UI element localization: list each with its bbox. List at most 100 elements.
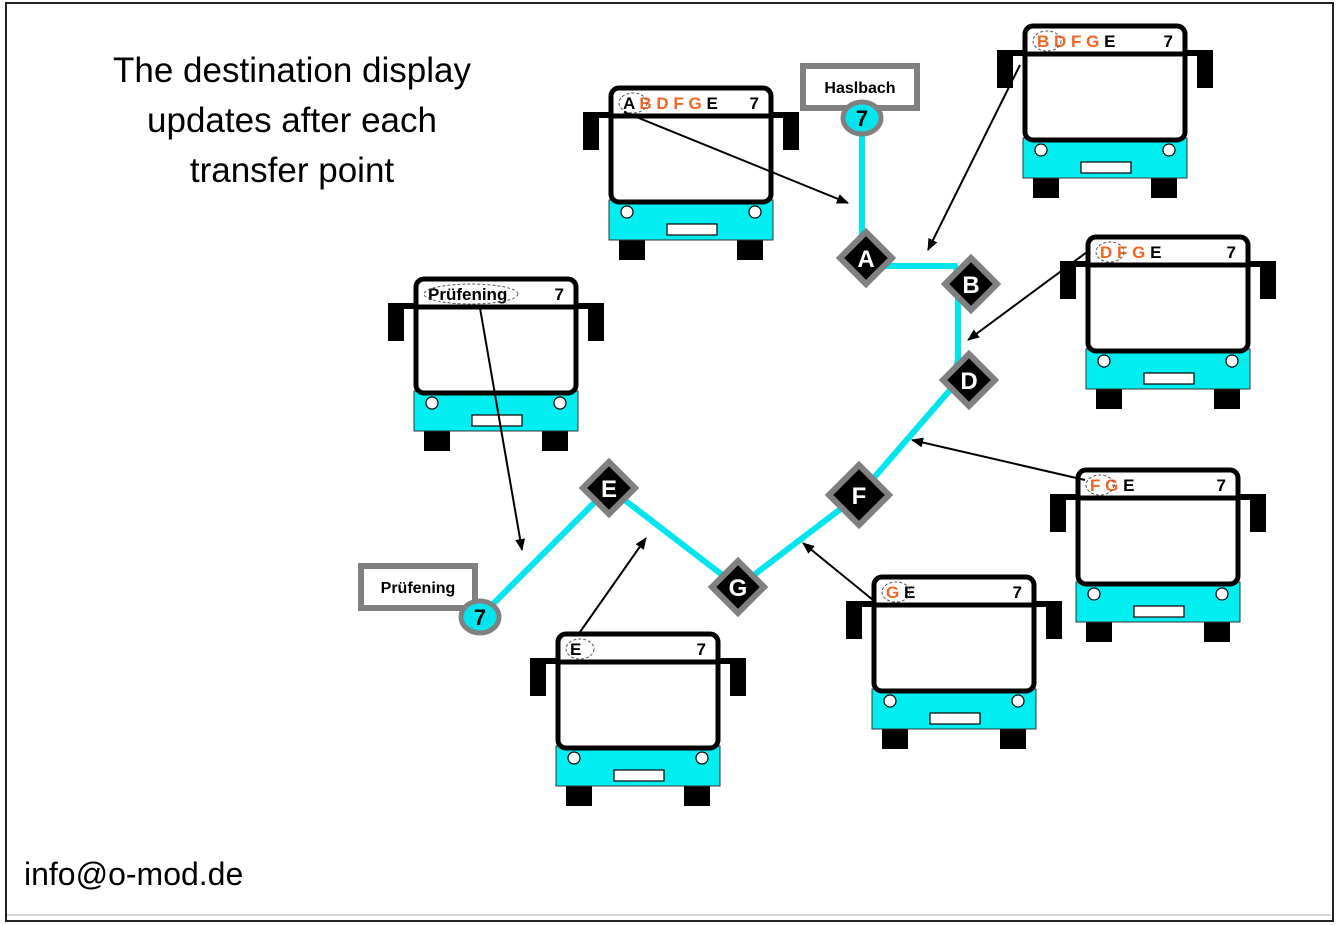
terminal-box xyxy=(358,563,478,611)
transfer-point-label: B xyxy=(962,272,979,299)
terminal-label: Haslbach xyxy=(824,80,895,97)
diamond-marker xyxy=(824,460,894,530)
transfer-points: A B D F G E xyxy=(578,227,1002,618)
terminal-haslbach: Haslbach 7 xyxy=(800,63,920,137)
arrow-bus-at-start xyxy=(623,111,849,204)
headlight-left xyxy=(1034,143,1048,157)
headlight-left xyxy=(1097,354,1111,368)
route-badge xyxy=(458,598,502,636)
title-line-3: transfer point xyxy=(189,151,395,190)
diamond-marker xyxy=(938,349,1000,411)
mirror-left xyxy=(583,114,599,150)
headlight-right xyxy=(748,205,762,219)
headlight-right xyxy=(553,396,567,410)
license-plate xyxy=(666,223,718,236)
destination-display: A B D F G E xyxy=(623,94,718,113)
display-stop-A: A xyxy=(623,94,635,113)
bus-route-number: 7 xyxy=(1217,476,1226,495)
display-stop-F: F xyxy=(1090,476,1100,495)
display-stop-E: E xyxy=(1099,32,1115,51)
display-stop-D: D xyxy=(1049,32,1066,51)
current-stop-highlight xyxy=(1032,30,1062,52)
license-plate xyxy=(929,712,981,725)
display-stop-D: D xyxy=(652,94,669,113)
headlight-left xyxy=(1087,587,1101,601)
headlight-right xyxy=(1215,587,1229,601)
arrow-bus-after-f xyxy=(802,542,874,601)
transfer-point-label: A xyxy=(857,246,874,273)
display-stop-G: G xyxy=(886,583,899,602)
display-stop-E: E xyxy=(1118,476,1134,495)
transfer-point-label: F xyxy=(852,483,867,510)
bus-bus-at-start: A B D F G E 7 xyxy=(583,85,799,260)
display-stop-E: E xyxy=(702,94,718,113)
mirror-right xyxy=(588,305,604,341)
contact-email: info@o-mod.de xyxy=(24,856,244,892)
headlight-left xyxy=(620,205,634,219)
transfer-point-label: E xyxy=(601,476,617,503)
destination-display: Prüfening xyxy=(428,285,507,304)
title-line-1: The destination display xyxy=(113,51,471,90)
current-stop-highlight xyxy=(881,581,911,603)
arrow-bus-after-g xyxy=(579,537,647,633)
diamond-marker xyxy=(835,227,897,289)
mirror-left xyxy=(1060,263,1076,299)
destination-display: F G E xyxy=(1090,476,1134,495)
destination-display: B D F G E xyxy=(1037,32,1115,51)
arrow-bus-after-a xyxy=(927,64,1021,251)
bus-bus-after-b: D F G E 7 xyxy=(1060,234,1276,409)
current-stop-highlight xyxy=(618,92,648,114)
mirror-right xyxy=(730,660,746,696)
mirror-right xyxy=(1197,52,1213,88)
transfer-point-A: A xyxy=(835,227,897,289)
bus-route-number: 7 xyxy=(750,94,759,113)
display-stop-F: F xyxy=(669,94,684,113)
destination-display: G E xyxy=(886,583,915,602)
route-badge-number: 7 xyxy=(474,605,486,630)
mirror-left xyxy=(388,305,404,341)
current-stop-highlight xyxy=(423,283,519,305)
current-stop-highlight xyxy=(1095,241,1125,263)
terminal-label: Prüfening xyxy=(381,580,456,597)
diagram-frame xyxy=(5,2,1334,922)
display-stop-B: B xyxy=(1037,32,1049,51)
bus-body xyxy=(555,631,721,751)
display-stop-B: B xyxy=(635,94,652,113)
bus-bus-after-e: Prüfening 7 xyxy=(388,276,604,451)
license-plate xyxy=(1133,605,1185,618)
display-stop-G: G xyxy=(1127,243,1145,262)
bus-route-number: 7 xyxy=(1013,583,1022,602)
diamond-marker xyxy=(578,457,640,519)
mirror-left xyxy=(997,52,1013,88)
transfer-point-E: E xyxy=(578,457,640,519)
bus-route-number: 7 xyxy=(555,285,564,304)
mirror-left xyxy=(1050,496,1066,532)
headlight-left xyxy=(425,396,439,410)
transfer-point-F: F xyxy=(824,460,894,530)
arrow-bus-after-d xyxy=(911,437,1086,481)
license-plate xyxy=(471,414,523,427)
bus-route-number: 7 xyxy=(1227,243,1236,262)
bus-bus-after-d: F G E 7 xyxy=(1050,467,1266,642)
current-stop-highlight xyxy=(565,638,595,660)
arrows xyxy=(479,64,1088,633)
route-badge-number: 7 xyxy=(856,106,868,131)
display-stop-E: E xyxy=(570,640,581,659)
transfer-point-label: D xyxy=(960,368,977,395)
headlight-left xyxy=(567,751,581,765)
license-plate xyxy=(1143,372,1195,385)
diagram-title: The destination display updates after ea… xyxy=(60,46,524,196)
headlight-right xyxy=(1162,143,1176,157)
display-stop-E: E xyxy=(1145,243,1161,262)
destination-display: D F G E xyxy=(1100,243,1161,262)
route-badge xyxy=(840,99,884,137)
display-stop-F: F xyxy=(1112,243,1127,262)
bus-bus-after-f: G E 7 xyxy=(846,574,1062,749)
diamond-marker xyxy=(707,556,769,618)
headlight-left xyxy=(883,694,897,708)
